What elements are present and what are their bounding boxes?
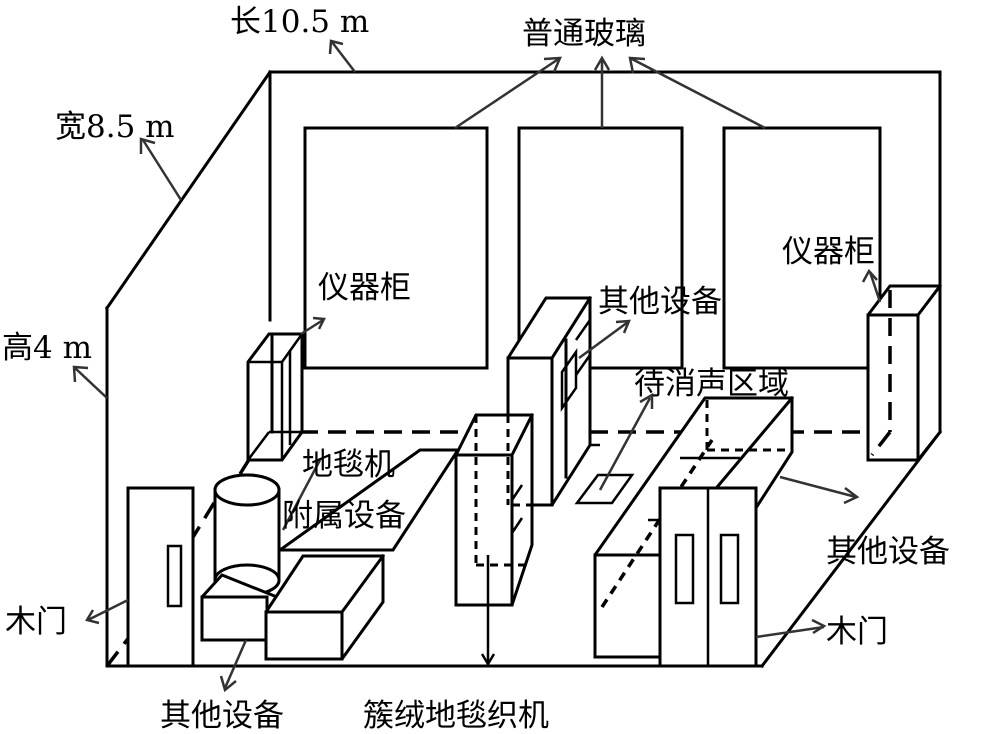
wood-door-right [658, 486, 758, 668]
glass-arrow-right [629, 56, 766, 130]
label-carpet-machine-1: 地毯机 [302, 447, 395, 483]
floor-right-edge [759, 429, 943, 669]
noise-zone-arrow [598, 397, 652, 491]
cabinet-left-arrow [300, 318, 324, 336]
annotation-arrows [72, 39, 882, 693]
label-other-equipment-right: 其他设备 [826, 534, 950, 570]
glass-windows [303, 126, 882, 370]
label-width: 宽8.5 m [55, 109, 175, 145]
wood-door-right-arrow [755, 625, 825, 639]
floor-left-dashed-2 [188, 489, 224, 543]
label-carpet-machine-2: 附属设备 [282, 498, 406, 534]
label-cabinet-left: 仪器柜 [318, 270, 411, 306]
label-other-equipment-top: 其他设备 [598, 284, 722, 320]
noise-zone-marker [574, 473, 635, 505]
window-left [303, 126, 489, 370]
floor-left-dashed-1 [105, 634, 132, 668]
label-noise-zone: 待消声区域 [634, 366, 789, 402]
height-arrow [74, 367, 108, 399]
other-equipment-right-arrow [779, 475, 857, 499]
label-wood-door-right: 木门 [826, 614, 888, 650]
wood-door-left-arrow [87, 598, 129, 622]
tufting-carpet-machine [454, 412, 550, 667]
label-length: 长10.5 m [230, 4, 369, 40]
label-glass: 普通玻璃 [522, 16, 646, 52]
wood-door-left [126, 486, 195, 668]
instrument-cabinet-left [246, 332, 304, 462]
label-wood-door-left: 木门 [5, 604, 67, 640]
other-equipment-bottom-arrow [223, 639, 248, 689]
label-height: 高4 m [2, 330, 92, 366]
cabinet-right-arrow [868, 271, 882, 303]
window-right [722, 126, 882, 370]
label-cabinet-right: 仪器柜 [782, 234, 875, 270]
other-equipment-top-arrow [578, 320, 629, 360]
labels: 长10.5 m 宽8.5 m 高4 m 普通玻璃 仪器柜 仪器柜 其他设备 待消… [2, 4, 950, 734]
instrument-cabinet-right [866, 283, 943, 462]
glass-arrow-left [454, 56, 561, 130]
length-arrow [331, 41, 356, 73]
label-other-equipment-bottom: 其他设备 [160, 698, 284, 734]
carpet-machine-arrow [281, 459, 322, 531]
width-arrow [141, 139, 183, 201]
room-outline [104, 69, 943, 669]
carpet-machine-auxiliary [200, 448, 461, 661]
left-wall-top-edge [104, 69, 273, 311]
label-tufting-machine: 簇绒地毯织机 [363, 698, 549, 734]
